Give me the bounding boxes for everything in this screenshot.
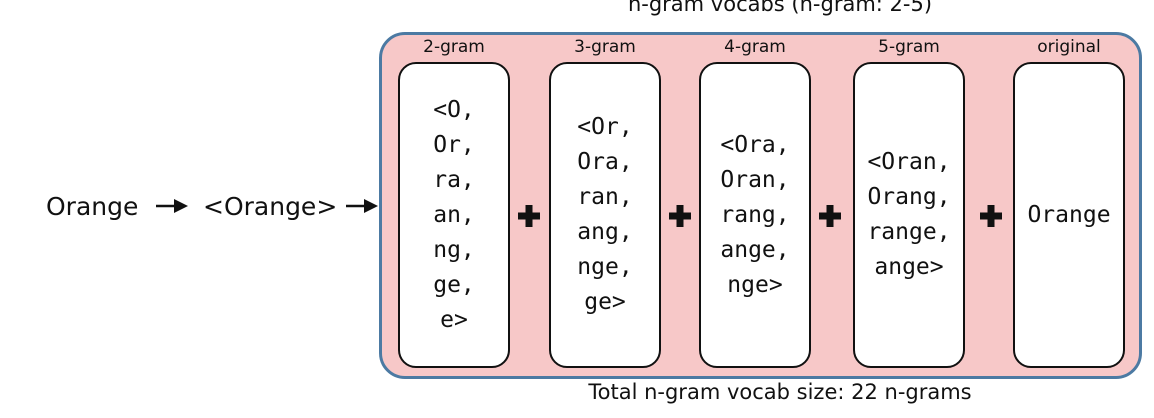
- ngram-item: ra,: [433, 166, 475, 193]
- ngram-item: Orange: [1027, 201, 1111, 228]
- vocab-size-caption: Total n-gram vocab size: 22 n-grams: [588, 380, 972, 404]
- ngram-item: <O,: [433, 96, 475, 123]
- ngram-item: nge,: [577, 254, 633, 280]
- ngram-list: <O, Or, ra, an, ng, ge, e>: [433, 93, 475, 338]
- ngram-item: ran,: [577, 184, 633, 210]
- column-label-5-gram: 5-gram: [878, 37, 940, 57]
- ngram-item: <Ora,: [720, 131, 790, 158]
- ngram-list: Orange: [1027, 198, 1110, 233]
- ngram-item: Or,: [433, 131, 475, 158]
- ngram-item: ange,: [720, 236, 790, 263]
- ngram-card-3-gram: <Or, Ora, ran, ang, nge, ge>: [549, 62, 661, 368]
- ngram-item: Oran,: [720, 166, 790, 193]
- ngram-item: rang,: [720, 201, 790, 228]
- diagram-title: n-gram vocabs (n-gram: 2-5): [627, 0, 933, 16]
- ngram-item: e>: [440, 306, 468, 333]
- ngram-list: <Or, Ora, ran, ang, nge, ge>: [577, 110, 632, 320]
- arrow-right-icon: [346, 198, 380, 214]
- ngram-item: ange>: [874, 254, 944, 280]
- ngram-card-original: Orange: [1013, 62, 1125, 368]
- ngram-list: <Oran, Orang, range, ange>: [867, 145, 950, 285]
- ngram-item: nge>: [727, 271, 783, 298]
- plus-icon: [819, 205, 841, 227]
- plus-icon: [518, 205, 540, 227]
- ngram-item: ge,: [433, 271, 475, 298]
- column-label-2-gram: 2-gram: [423, 37, 485, 57]
- column-label-3-gram: 3-gram: [574, 37, 636, 57]
- ngram-item: ge>: [584, 289, 626, 315]
- ngram-item: <Or,: [577, 114, 633, 140]
- ngram-card-4-gram: <Ora, Oran, rang, ange, nge>: [699, 62, 811, 368]
- ngram-card-2-gram: <O, Or, ra, an, ng, ge, e>: [398, 62, 510, 368]
- arrow-right-icon: [156, 198, 190, 214]
- ngram-item: ang,: [577, 219, 633, 245]
- ngram-item: Orang,: [867, 184, 951, 210]
- input-word: Orange: [46, 192, 139, 221]
- ngram-item: an,: [433, 201, 475, 228]
- ngram-list: <Ora, Oran, rang, ange, nge>: [720, 128, 789, 303]
- ngram-item: <Oran,: [867, 149, 951, 175]
- plus-icon: [980, 205, 1002, 227]
- column-label-original: original: [1037, 37, 1101, 57]
- ngram-card-5-gram: <Oran, Orang, range, ange>: [853, 62, 965, 368]
- ngram-item: range,: [867, 219, 951, 245]
- column-label-4-gram: 4-gram: [724, 37, 786, 57]
- ngram-item: ng,: [433, 236, 475, 263]
- bracketed-word: <Orange>: [203, 192, 338, 221]
- ngram-item: Ora,: [577, 149, 633, 175]
- plus-icon: [669, 205, 691, 227]
